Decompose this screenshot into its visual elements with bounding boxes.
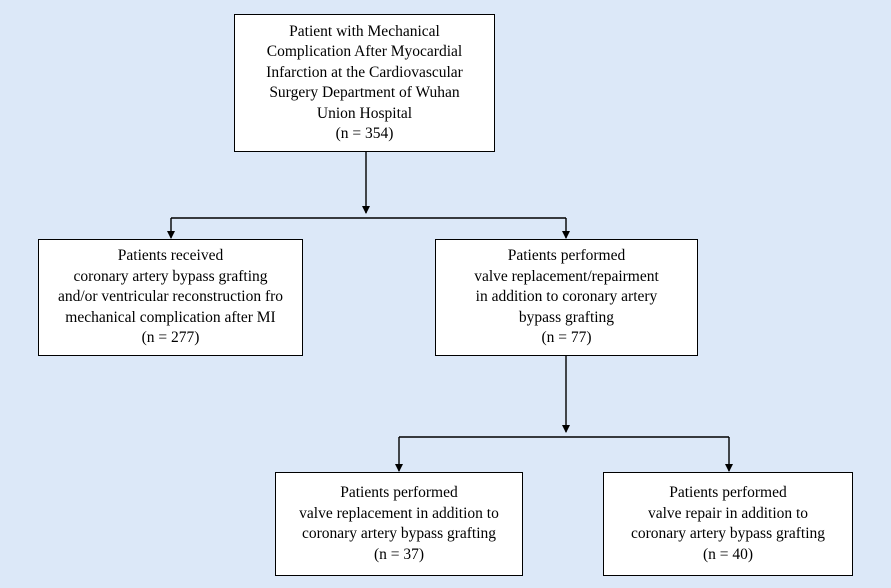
replacement-count: (n = 37) (373, 545, 425, 563)
replacement-line-1: Patients performed (340, 484, 458, 501)
replacement-box: Patients performed valve replacement in … (275, 472, 523, 576)
cabg-line-3: and/or ventricular reconstruction fro (57, 288, 284, 306)
cabg-line-2: coronary artery bypass grafting (73, 267, 268, 285)
valve-line-2: valve replacement/repairment (474, 267, 659, 285)
replacement-line-3: coronary artery bypass grafting (301, 525, 497, 542)
root-line-2: Complication After Myocardial (266, 43, 463, 60)
valve-line-1: Patients performed (507, 247, 626, 265)
cabg-line-4: mechanical complication after MI (65, 308, 276, 326)
root-line-5: Union Hospital (316, 104, 413, 122)
repair-line-3: coronary artery bypass grafting (630, 525, 826, 542)
root-line-4: Surgery Department of Wuhan (269, 84, 460, 101)
cabg-count: (n = 277) (141, 329, 200, 347)
replacement-line-2: valve replacement in addition to (299, 504, 499, 522)
repair-box: Patients performed valve repair in addit… (603, 472, 853, 576)
valve-line-4: bypass grafting (518, 308, 615, 326)
root-box: Patient with Mechanical Complication Aft… (234, 14, 495, 152)
repair-line-2: valve repair in addition to (647, 504, 809, 522)
root-line-1: Patient with Mechanical (289, 22, 440, 40)
valve-count: (n = 77) (541, 329, 592, 347)
repair-count: (n = 40) (702, 545, 754, 563)
cabg-box: Patients received coronary artery bypass… (38, 239, 303, 356)
root-count: (n = 354) (335, 125, 394, 142)
valve-line-3: in addition to coronary artery (475, 288, 658, 306)
root-line-3: Infarction at the Cardiovascular (266, 63, 463, 81)
repair-line-1: Patients performed (669, 484, 787, 501)
valve-box: Patients performed valve replacement/rep… (435, 239, 698, 356)
cabg-line-1: Patients received (117, 247, 224, 265)
